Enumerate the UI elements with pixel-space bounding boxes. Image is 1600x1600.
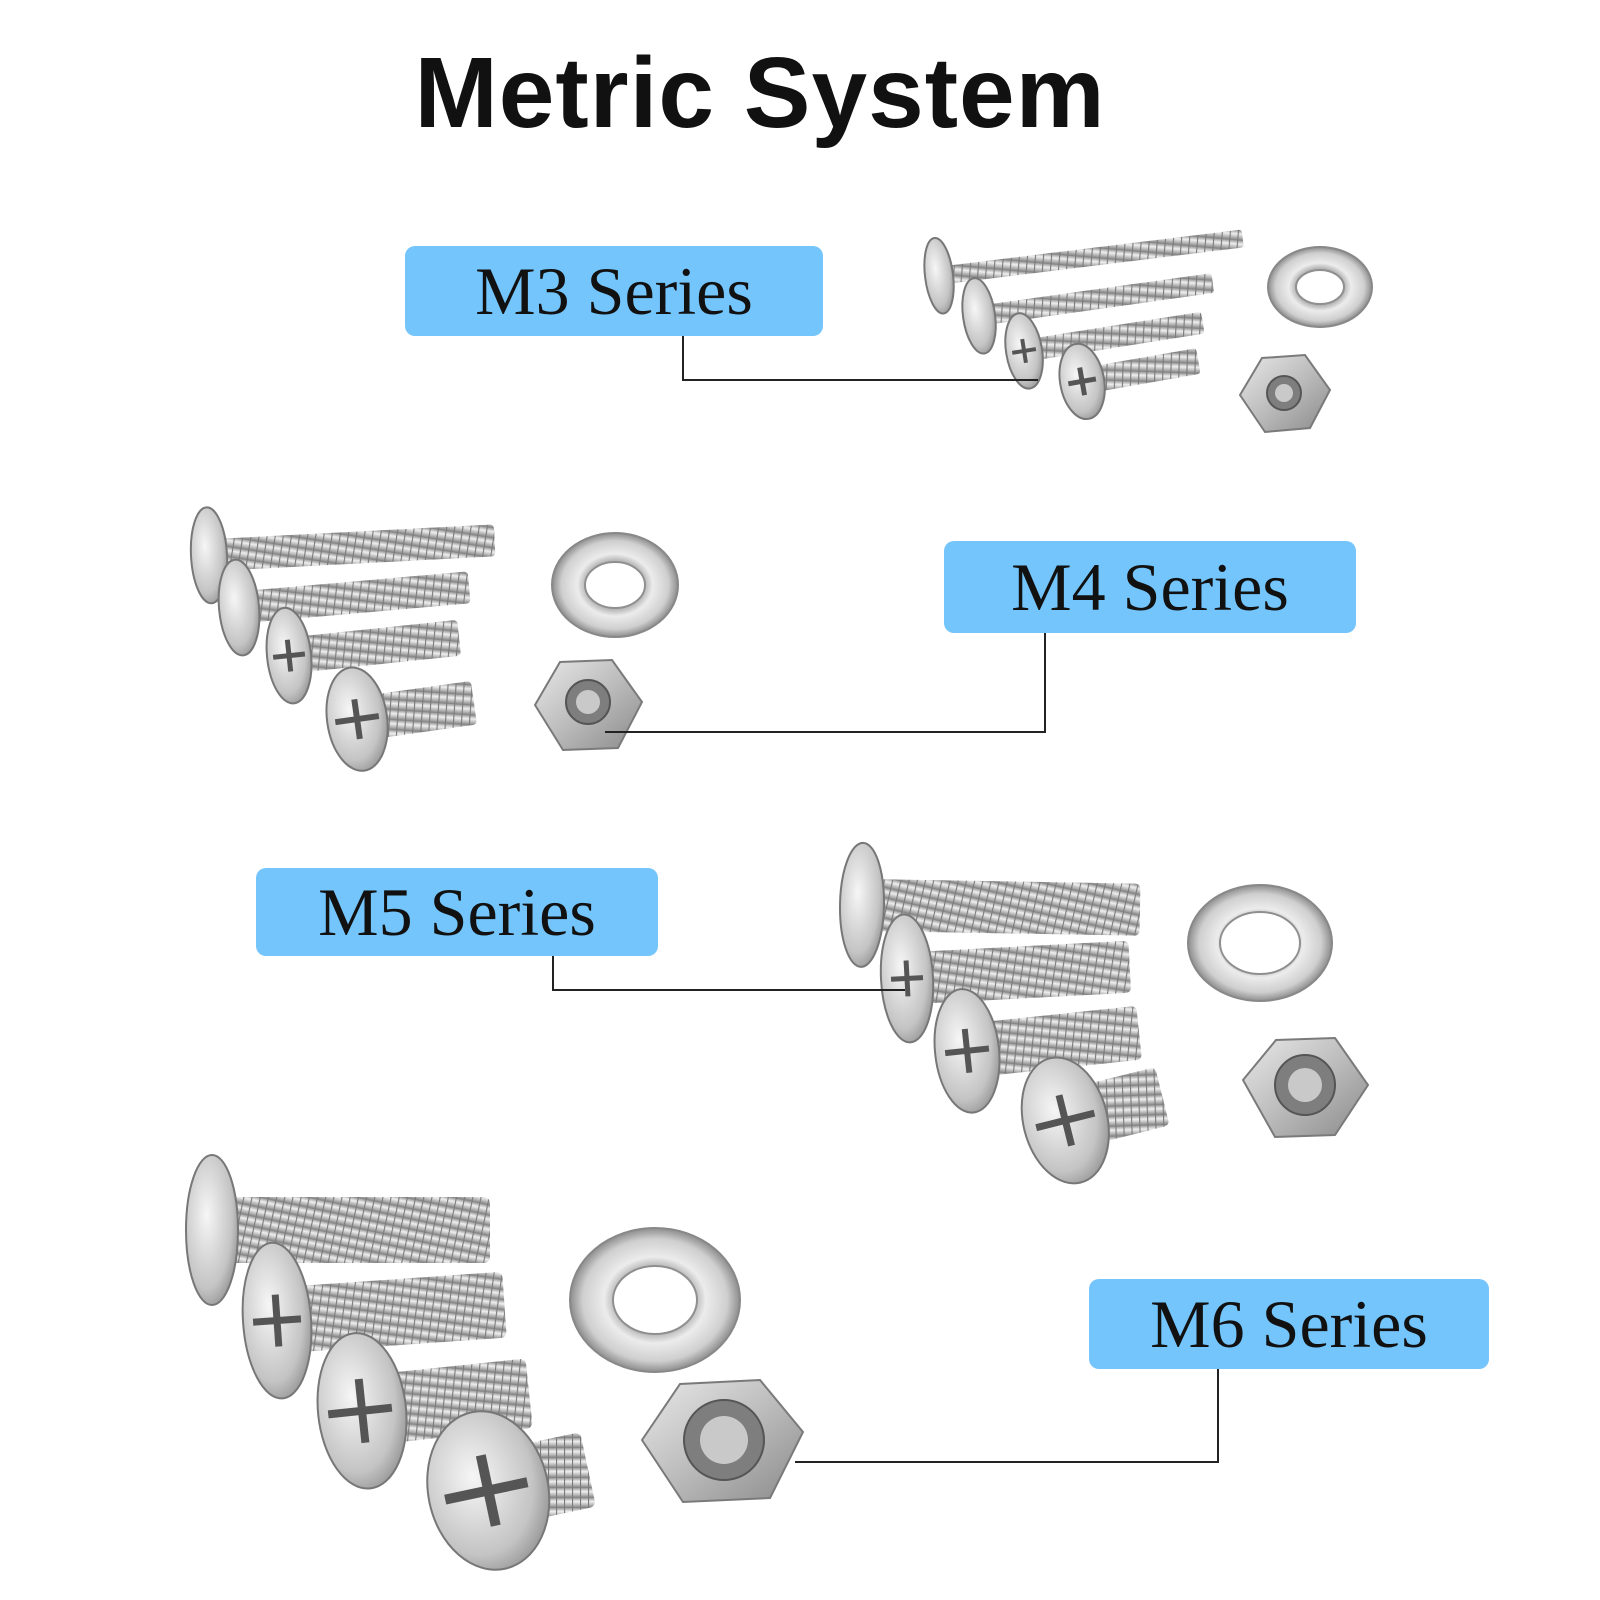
hex-nut-icon xyxy=(1238,353,1332,434)
countersunk-screw-icon xyxy=(325,666,477,772)
m4-hardware-group xyxy=(189,506,1046,772)
series-label-m6: M6 Series xyxy=(1089,1279,1489,1369)
countersunk-screw-icon xyxy=(217,558,471,657)
m6-leader-line xyxy=(795,1369,1219,1463)
countersunk-screw-icon xyxy=(1058,342,1201,421)
hex-nut-icon xyxy=(1241,1036,1370,1139)
m5-leader-line xyxy=(552,956,905,991)
series-label-m4: M4 Series xyxy=(944,541,1356,633)
m3-leader-line xyxy=(682,336,1038,381)
m4-leader-line xyxy=(605,633,1046,733)
hex-nut-icon xyxy=(533,658,644,752)
m5-hardware-group xyxy=(552,841,1370,1185)
flat-washer-icon xyxy=(1267,246,1373,328)
countersunk-screw-icon xyxy=(961,273,1214,355)
countersunk-screw-icon xyxy=(1020,1056,1169,1185)
countersunk-screw-icon xyxy=(923,229,1244,315)
series-label-m5: M5 Series xyxy=(256,868,658,956)
countersunk-screw-icon xyxy=(879,913,1131,1044)
countersunk-screw-icon xyxy=(241,1241,507,1400)
flat-washer-icon xyxy=(569,1227,741,1373)
flat-washer-icon xyxy=(1187,884,1333,1002)
countersunk-screw-icon xyxy=(185,1154,490,1306)
m3-hardware-group xyxy=(682,229,1373,434)
hex-nut-icon xyxy=(640,1378,805,1504)
countersunk-screw-icon xyxy=(265,606,461,705)
series-label-m3: M3 Series xyxy=(405,246,823,336)
flat-washer-icon xyxy=(551,532,679,638)
m6-hardware-group xyxy=(185,1154,1219,1571)
countersunk-screw-icon xyxy=(838,841,1141,968)
countersunk-screw-icon xyxy=(426,1410,595,1571)
countersunk-screw-icon xyxy=(933,988,1142,1114)
countersunk-screw-icon xyxy=(189,506,496,605)
page-title: Metric System xyxy=(414,37,1106,149)
